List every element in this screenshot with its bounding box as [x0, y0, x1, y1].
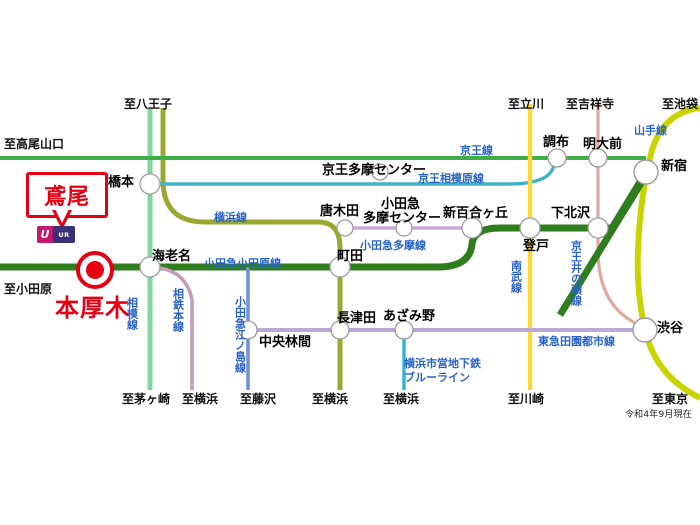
terminal-label-6: 至茅ヶ崎 [122, 392, 171, 406]
station-markers [139, 148, 659, 343]
terminal-label-3: 至立川 [508, 97, 545, 111]
line-label-2: 山手線 [634, 124, 667, 137]
terminal-label-5: 至池袋 [662, 97, 699, 111]
station-marker-shinjuku [633, 159, 659, 185]
line-label-0: 京王線 [460, 144, 493, 157]
terminal-label-10: 至横浜 [383, 392, 420, 406]
ur-mark-icon: U [37, 226, 53, 243]
line-label-11: 小田急江ノ島線 [233, 296, 247, 373]
highlight-marker-honatsugi [76, 251, 114, 289]
line-odakyu-odawara-2 [437, 224, 612, 271]
terminal-label-11: 至川崎 [508, 392, 545, 406]
station-marker-shimokitazawa [587, 217, 609, 239]
station-label-16: 渋谷 [657, 321, 684, 336]
highlight-station-label: 本厚木 [55, 294, 130, 322]
station-marker-odakyu-tama [395, 219, 413, 237]
line-label-6: 東急田園都市線 [538, 335, 615, 348]
date-note: 令和4年9月現在 [624, 410, 692, 420]
station-label-0: 橋本 [108, 175, 135, 190]
station-label-12: 町田 [337, 249, 364, 264]
station-label-11: 海老名 [152, 249, 192, 264]
line-label-3: 横浜線 [214, 211, 247, 224]
terminal-label-2: 至小田原 [4, 282, 53, 296]
station-marker-machida [329, 256, 351, 278]
ur-logo-badge: U UR [37, 226, 75, 243]
station-label-15: あざみ野 [383, 309, 436, 324]
station-label-7: 登戸 [523, 239, 550, 254]
terminal-label-8: 至藤沢 [240, 392, 277, 406]
line-sotetsu [149, 265, 194, 390]
station-marker-shinyurigaoka [461, 217, 483, 239]
line-odakyu-to-shinjuku-visible [557, 178, 646, 317]
ur-text: UR [53, 226, 75, 243]
line-label-1: 京王相模原線 [418, 172, 484, 185]
station-label-4: 多摩センター [363, 211, 442, 226]
line-label-4: 小田急多摩線 [360, 239, 426, 252]
station-label-1: 京王多摩センター [322, 163, 427, 178]
station-label-2: 唐木田 [320, 204, 360, 219]
terminal-label-9: 至横浜 [312, 392, 349, 406]
terminal-label-12: 至東京 [652, 392, 689, 406]
line-label-12: 南武線 [509, 260, 523, 293]
station-label-3: 小田急 [381, 197, 421, 212]
ur-mark-letter: U [40, 228, 50, 241]
station-label-9: 明大前 [583, 137, 623, 152]
station-label-13: 中央林間 [259, 335, 312, 350]
station-label-14: 長津田 [337, 311, 377, 326]
station-marker-azamino [394, 320, 414, 340]
station-marker-shibuya [632, 317, 658, 343]
callout-label: 鳶尾 [43, 185, 90, 210]
station-marker-nagatsuta [330, 320, 350, 340]
line-yamanote [634, 105, 700, 401]
line-label-9: 相模線 [125, 297, 139, 330]
station-marker-ebina [139, 256, 161, 278]
station-marker-chuorinkan [238, 320, 258, 340]
station-label-5: 新百合ヶ丘 [443, 206, 509, 221]
terminal-label-0: 至八王子 [124, 97, 173, 111]
station-label-8: 調布 [543, 135, 570, 150]
station-marker-keio-tama [371, 163, 389, 181]
station-marker-chofu [547, 148, 567, 168]
line-label-5: 小田急小田原線 [204, 257, 281, 270]
ur-text-label: UR [58, 230, 70, 239]
line-label-10: 相鉄本線 [171, 288, 185, 332]
terminal-label-4: 至吉祥寺 [566, 97, 615, 111]
line-yokohama [160, 108, 343, 390]
line-label-8: ブルーライン [404, 371, 470, 384]
line-label-13: 京王井の頭線 [569, 240, 583, 306]
terminal-label-7: 至横浜 [182, 392, 219, 406]
station-marker-karakida [336, 219, 354, 237]
line-label-7: 横浜市営地下鉄 [404, 357, 481, 370]
terminal-label-1: 至高尾山口 [4, 137, 65, 151]
line-keio-sagamihara [150, 159, 559, 186]
station-marker-meidaimae [588, 148, 608, 168]
callout-tail-inner [55, 209, 69, 223]
station-marker-noborito [519, 217, 541, 239]
station-label-10: 新宿 [661, 159, 688, 174]
station-label-6: 下北沢 [551, 206, 591, 221]
station-marker-hashimoto [139, 173, 161, 195]
